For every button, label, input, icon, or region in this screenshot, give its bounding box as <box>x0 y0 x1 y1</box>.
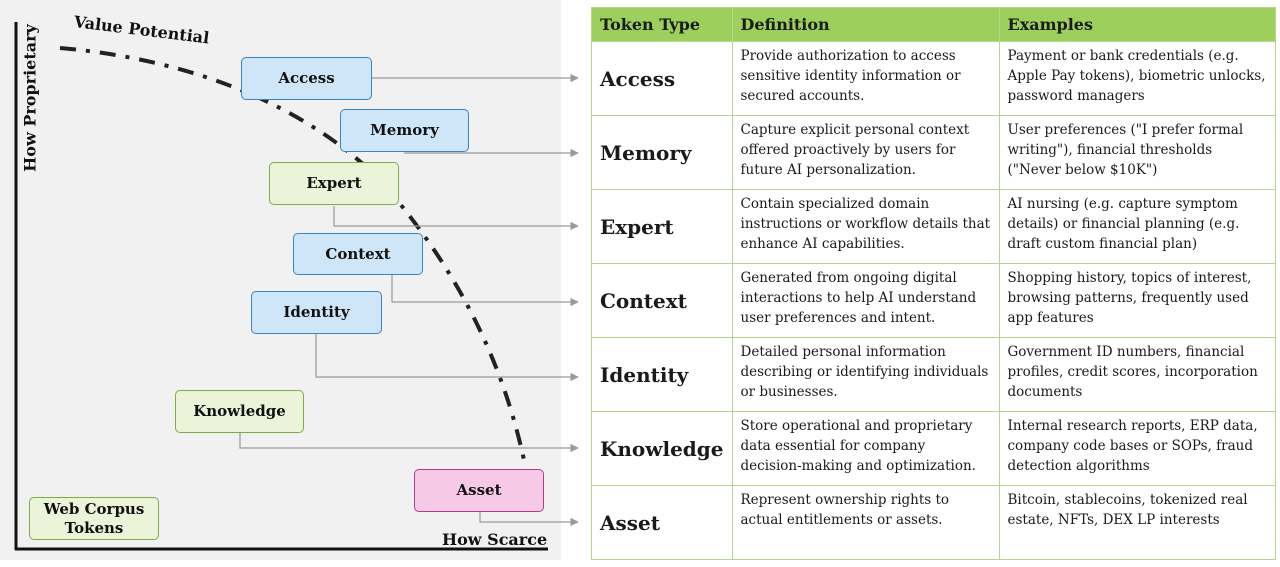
row-token-type: Asset <box>591 485 733 560</box>
row-token-type: Expert <box>591 189 733 264</box>
row-examples: Bitcoin, stablecoins, tokenized real est… <box>998 485 1276 560</box>
box-web-corpus-tokens: Web Corpus Tokens <box>29 497 159 540</box>
header-definition: Definition <box>731 7 1000 42</box>
table-row: Memory Capture explicit personal context… <box>591 115 1276 190</box>
box-access-label: Access <box>278 69 335 87</box>
box-web-corpus-line1: Web Corpus <box>43 499 145 518</box>
row-examples: AI nursing (e.g. capture symptom details… <box>998 189 1276 264</box>
connector-identity <box>315 334 579 382</box>
box-web-corpus-line2: Tokens <box>64 518 124 537</box>
connector-expert <box>333 206 579 231</box>
value-potential-curve <box>59 46 526 461</box>
box-identity-label: Identity <box>283 303 350 321</box>
row-token-type: Memory <box>591 115 733 190</box>
header-examples: Examples <box>998 7 1276 42</box>
row-definition: Capture explicit personal context offere… <box>731 115 1000 190</box>
box-access: Access <box>241 57 372 100</box>
box-memory: Memory <box>340 109 469 152</box>
row-examples: User preferences ("I prefer formal writi… <box>998 115 1276 190</box>
table-header-row: Token Type Definition Examples <box>591 7 1276 42</box>
connector-knowledge <box>239 433 579 453</box>
token-value-diagram: How Proprietary Value Potential How Scar… <box>0 0 579 560</box>
connector-context <box>391 275 579 307</box>
diagram-lines <box>14 22 579 551</box>
row-definition: Represent ownership rights to actual ent… <box>731 485 1000 560</box>
table-row: Expert Contain specialized domain instru… <box>591 189 1276 264</box>
row-token-type: Identity <box>591 337 733 412</box>
x-axis-label: How Scarce <box>442 530 548 549</box>
row-token-type: Access <box>591 41 733 116</box>
box-expert-label: Expert <box>306 174 362 192</box>
table-row: Identity Detailed personal information d… <box>591 337 1276 412</box>
header-token-type: Token Type <box>591 7 733 42</box>
row-token-type: Context <box>591 263 733 338</box>
token-type-table-container: Token Type Definition Examples Access Pr… <box>591 7 1276 560</box>
row-definition: Store operational and proprietary data e… <box>731 411 1000 486</box>
row-examples: Government ID numbers, financial profile… <box>998 337 1276 412</box>
table-row: Context Generated from ongoing digital i… <box>591 263 1276 338</box>
table-row: Asset Represent ownership rights to actu… <box>591 485 1276 560</box>
row-definition: Contain specialized domain instructions … <box>731 189 1000 264</box>
box-context: Context <box>293 233 423 275</box>
connector-asset <box>479 512 579 527</box>
row-definition: Generated from ongoing digital interacti… <box>731 263 1000 338</box>
box-identity: Identity <box>251 291 382 334</box>
token-type-table: Token Type Definition Examples Access Pr… <box>591 7 1276 560</box>
y-axis-label: How Proprietary <box>20 24 40 172</box>
row-token-type: Knowledge <box>591 411 733 486</box>
box-asset-label: Asset <box>456 481 502 499</box>
table-row: Knowledge Store operational and propriet… <box>591 411 1276 486</box>
row-definition: Provide authorization to access sensitiv… <box>731 41 1000 116</box>
row-definition: Detailed personal information describing… <box>731 337 1000 412</box>
box-memory-label: Memory <box>370 121 439 139</box>
box-context-label: Context <box>325 244 391 263</box>
box-expert: Expert <box>269 162 399 205</box>
table-row: Access Provide authorization to access s… <box>591 41 1276 116</box>
box-knowledge-label: Knowledge <box>193 402 286 420</box>
box-asset: Asset <box>414 469 544 512</box>
row-examples: Payment or bank credentials (e.g. Apple … <box>998 41 1276 116</box>
row-examples: Internal research reports, ERP data, com… <box>998 411 1276 486</box>
row-examples: Shopping history, topics of interest, br… <box>998 263 1276 338</box>
box-knowledge: Knowledge <box>175 390 304 433</box>
